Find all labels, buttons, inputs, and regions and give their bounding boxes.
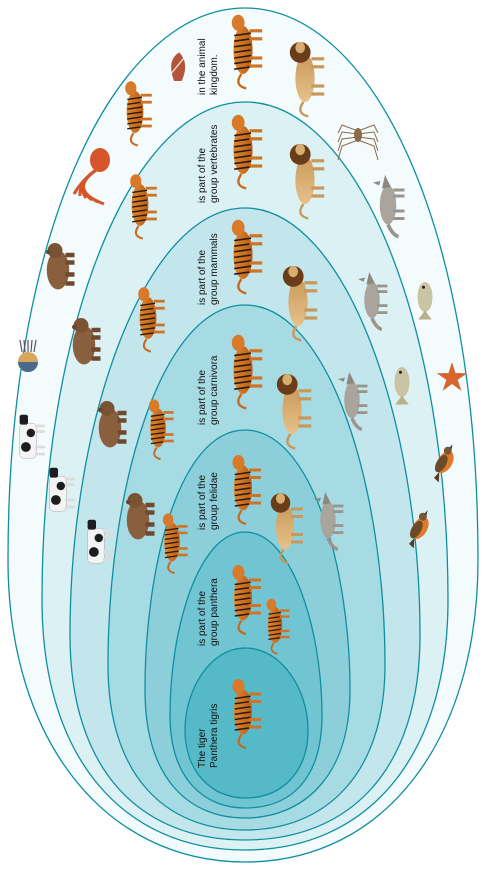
label-panthera-2: group panthera [209, 578, 220, 646]
label-panthera-1: is part of the [197, 591, 208, 646]
label-carnivora-2: group carnivora [209, 355, 220, 425]
label-tiger-2: Panthera tigris [209, 704, 220, 768]
label-kingdom-2: kingdom. [209, 54, 220, 95]
label-mammals-2: group mammals [209, 233, 220, 305]
label-mammals-1: is part of the [197, 250, 208, 305]
shell-image [18, 340, 38, 372]
label-kingdom-1: in the animal [197, 38, 208, 95]
label-tiger-1: The tiger [197, 728, 208, 768]
label-vertebrates-1: is part of the [197, 148, 208, 203]
label-vertebrates-2: group vertebrates [209, 125, 220, 203]
label-felidae-1: is part of the [197, 475, 208, 530]
label-felidae-2: group felidae [209, 472, 220, 530]
label-carnivora-1: is part of the [197, 370, 208, 425]
